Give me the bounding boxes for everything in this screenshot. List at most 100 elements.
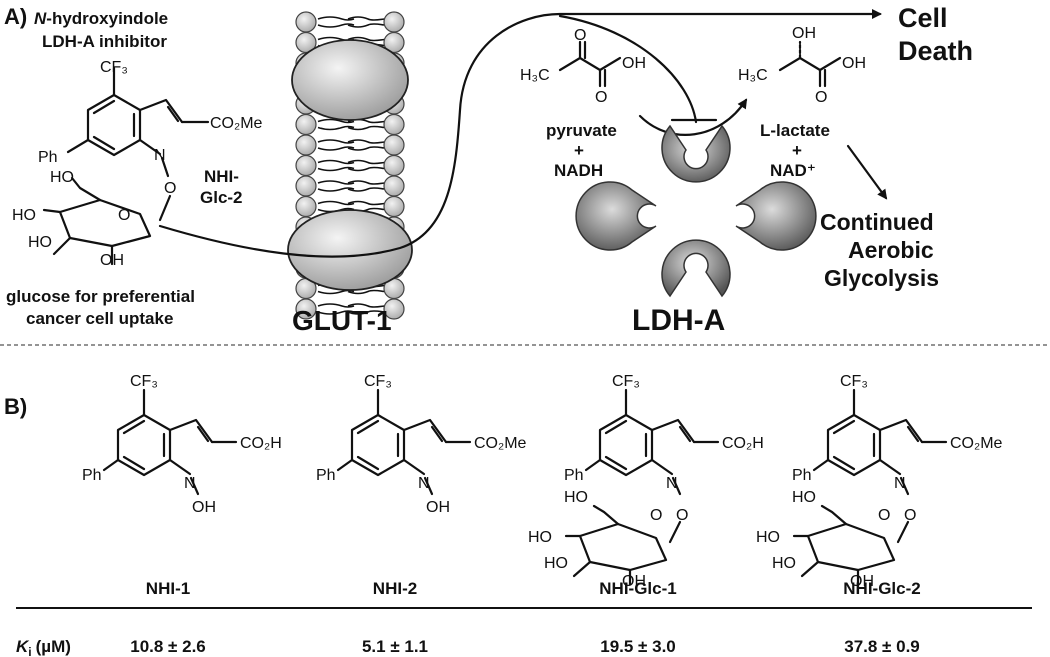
compound-name: NHI-Glc-2 [843,579,920,598]
ldh-a-tetramer [575,124,817,298]
ho-label: HO [792,489,816,506]
lipid-head [383,113,405,136]
o-ring-label: O [878,507,890,524]
ki-subscript: i [28,645,31,657]
n-label: N [184,475,196,492]
compound-name: NHI-1 [146,579,190,598]
compound-label-a-1: NHI- [204,167,239,186]
glut1-transporter-lower [287,209,413,291]
ho-label: HO [544,555,568,572]
lipid-head [383,298,405,320]
lactate-structure [778,40,842,88]
lipid-head [383,195,405,218]
inhibitor-subtitle: LDH-A inhibitor [42,32,167,51]
panel-a-label: A) [4,4,27,29]
oh-label-pyr: OH [622,55,646,72]
cf3-label: CF₃ [612,373,640,390]
ldh-subunit-top [661,124,731,183]
ph-label: Ph [792,467,812,484]
oh-label-a4: OH [100,252,124,269]
ki-unit: (µM) [36,637,71,656]
lipid-head [295,175,317,197]
ki-value: 19.5 ± 3.0 [600,637,676,656]
cell-death-1: Cell [898,3,948,33]
n-label-a: N [154,147,166,164]
product-1: L-lactate [760,121,830,140]
lipid-head [295,154,317,177]
ester-label: CO₂H [722,435,764,452]
lipid-tail [317,139,385,151]
n-label: N [894,475,906,492]
outcome-2: Aerobic [848,237,934,263]
indole-core [102,388,238,496]
ki-value: 37.8 ± 0.9 [844,637,920,656]
compound-name-row: NHI-1 NHI-2 NHI-Glc-1 NHI-Glc-2 [146,579,921,598]
glucose-ring [564,504,682,586]
h3c-label-2: H₃C [738,67,768,84]
indole-core [584,388,720,496]
ho-label-a2: HO [12,207,36,224]
h3c-label-1: H₃C [520,67,550,84]
glucose-ring-a [42,176,152,266]
o-label-lac: O [815,89,827,106]
lipid-tail [317,118,385,131]
lipid-tail [317,16,385,28]
co2me-label-a: CO₂Me [210,115,263,132]
glucose-caption-1: glucose for preferential [6,287,195,306]
substrate-2: + [574,141,584,160]
structure-nhi-glc-2-a [66,66,210,178]
oh-label-lac1: OH [792,25,816,42]
indole-core [336,388,472,496]
lipid-head [295,113,317,136]
ester-label: CO₂Me [474,435,527,452]
outcome-3: Glycolysis [824,265,939,291]
o-label: O [676,507,688,524]
ho-label: HO [564,489,588,506]
enzyme-label: LDH-A [632,304,725,337]
ph-label: Ph [316,467,336,484]
panel-b-label: B) [4,394,27,419]
transporter-label: GLUT-1 [292,305,392,336]
cf3-label: CF₃ [840,373,868,390]
o-label-pyr1: O [574,27,586,44]
lipid-head [383,11,405,33]
ho-label: HO [756,529,780,546]
compound-name: NHI-2 [373,579,417,598]
ph-label: Ph [564,467,584,484]
lipid-head [295,11,317,33]
panel-b-structures: CF₃PhCO₂HNOHCF₃PhCO₂MeNOHCF₃PhCO₂HNOHOHO… [82,373,1003,590]
compound-name: NHI-Glc-1 [599,579,676,598]
ki-value: 10.8 ± 2.6 [130,637,206,656]
oh-label-lac2: OH [842,55,866,72]
ldh-subunit-bottom [661,239,731,298]
oh-label-a1: HO [50,169,74,186]
substrate-3: NADH [554,161,603,180]
glucose-ring [792,504,910,586]
cell-death-2: Death [898,36,973,66]
indole-core [812,388,948,496]
lipid-tail [317,180,385,192]
ho-label-a3: HO [28,234,52,251]
n-label: N [418,475,430,492]
o-label: O [904,507,916,524]
o-ring-label: O [650,507,662,524]
substrate-1: pyruvate [546,121,617,140]
glycoside-bond-a [158,194,172,222]
lipid-head [383,154,405,177]
compound-label-a-2: Glc-2 [200,188,243,207]
lipid-head [383,134,405,156]
glucose-caption-2: cancer cell uptake [26,309,173,328]
outcome-1: Continued [820,209,934,235]
ph-label-a: Ph [38,149,58,166]
ki-row-label: Ki(µM) [16,637,71,657]
n-label: N [666,475,678,492]
lipid-head [295,298,317,320]
cf3-label: CF₃ [364,373,392,390]
cf3-label-a: CF₃ [100,59,128,76]
cf3-label: CF₃ [130,373,158,390]
o-label-a: O [164,180,176,197]
uptake-pathway-arrow [158,9,882,258]
oh-label: OH [622,573,646,590]
